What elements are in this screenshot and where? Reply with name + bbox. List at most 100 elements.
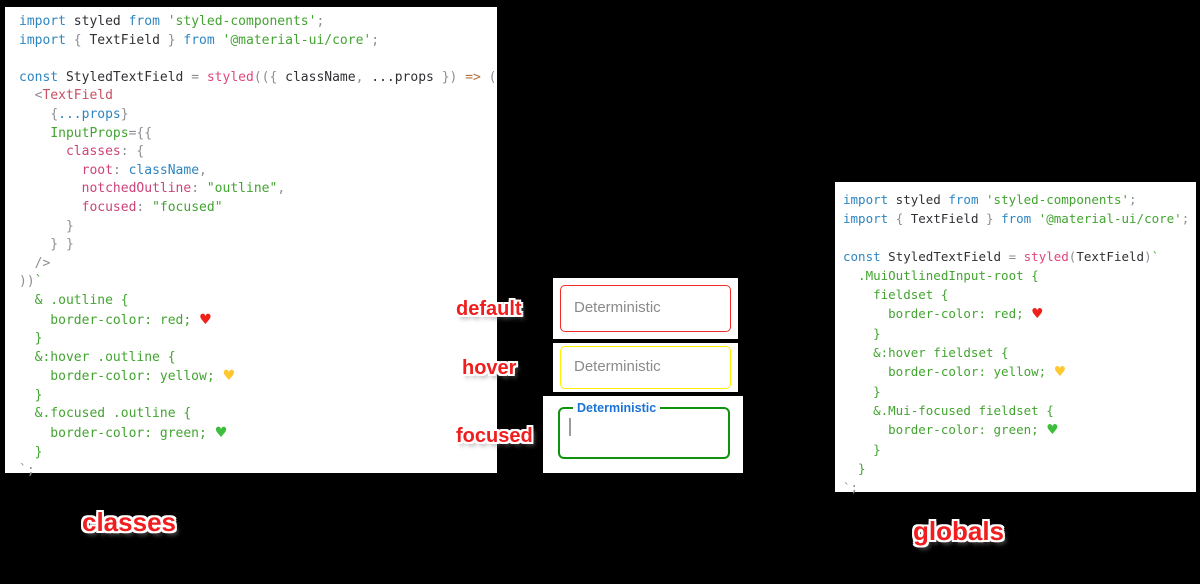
- code-token: ...props: [371, 69, 434, 85]
- state-label-default: default: [456, 298, 522, 320]
- code-line: }: [843, 459, 1196, 478]
- code-token: "outline": [206, 181, 278, 197]
- code-token: `: [1151, 249, 1160, 264]
- code-token: ...props: [58, 106, 121, 122]
- caption-globals: globals: [913, 516, 1005, 546]
- code-token: [199, 70, 207, 85]
- code-token: focused: [81, 199, 137, 215]
- code-token: const: [843, 249, 881, 264]
- code-line: `;: [843, 478, 1196, 497]
- code-line: classes: {: [19, 143, 497, 162]
- textfield-default-placeholder: Deterministic: [574, 299, 661, 316]
- code-token: `: [34, 274, 43, 290]
- code-token: fieldset {: [843, 287, 949, 302]
- code-token: [19, 107, 50, 122]
- textfield-hover[interactable]: Deterministic: [560, 346, 731, 389]
- code-token: }: [167, 32, 176, 48]
- textfield-default[interactable]: Deterministic: [560, 285, 731, 332]
- code-token: [19, 181, 82, 196]
- code-line: border-color: yellow; ♥: [843, 362, 1196, 382]
- code-line: import { TextField } from '@material-ui/…: [843, 209, 1196, 228]
- code-token: )): [19, 274, 35, 290]
- code-token: 'styled-components': [986, 192, 1130, 207]
- code-token: } }: [19, 237, 74, 253]
- code-token: border-color: red;: [19, 312, 200, 328]
- caption-classes: classes: [82, 507, 176, 537]
- code-token: styled: [888, 192, 949, 207]
- code-token: [1031, 211, 1039, 226]
- code-line: import styled from 'styled-components';: [843, 190, 1196, 209]
- code-line: import styled from 'styled-components';: [19, 13, 497, 32]
- green-heart-icon: ♥: [214, 425, 228, 442]
- code-line: }: [19, 218, 497, 237]
- code-line: root: className,: [19, 162, 497, 181]
- code-line: .MuiOutlinedInput-root {: [843, 266, 1196, 285]
- code-token: &.focused .outline {: [19, 406, 192, 422]
- code-token: ;: [371, 32, 380, 48]
- code-token: ,: [199, 162, 207, 178]
- code-line: }: [19, 444, 497, 463]
- code-token: {: [73, 32, 82, 48]
- code-token: InputProps: [50, 125, 129, 141]
- code-token: }: [19, 444, 43, 460]
- state-label-focused: focused: [456, 425, 533, 447]
- code-token: [978, 192, 986, 207]
- code-line: [843, 228, 1196, 247]
- code-token: TextField: [903, 211, 987, 226]
- code-token: import: [843, 211, 889, 226]
- code-token: "focused": [152, 199, 223, 215]
- code-token: =: [191, 69, 200, 85]
- code-token: }: [843, 442, 881, 457]
- code-token: :: [136, 199, 153, 215]
- code-token: className: [285, 69, 356, 85]
- code-line: `;: [19, 462, 497, 481]
- code-line: border-color: green; ♥: [843, 420, 1196, 440]
- code-token: [19, 200, 82, 215]
- code-line: & .outline {: [19, 292, 497, 311]
- code-token: [19, 88, 35, 103]
- code-token: <: [34, 88, 43, 104]
- textfield-focused-label: Deterministic: [577, 401, 657, 415]
- code-token: (: [480, 69, 497, 85]
- code-token: border-color: green;: [19, 426, 215, 442]
- code-line: {...props}: [19, 106, 497, 125]
- code-token: &:hover fieldset {: [843, 345, 1009, 360]
- code-token: [888, 211, 896, 226]
- code-line: <TextField: [19, 87, 497, 106]
- yellow-heart-icon: ♥: [1053, 364, 1067, 380]
- code-line: } }: [19, 236, 497, 255]
- code-line: border-color: red; ♥: [843, 304, 1196, 324]
- textfield-card-focused: Deterministic: [543, 396, 743, 473]
- code-panel-globals: import styled from 'styled-components';i…: [835, 182, 1196, 495]
- yellow-heart-icon: ♥: [222, 368, 236, 385]
- code-token: root: [81, 162, 113, 178]
- code-token: :: [112, 162, 129, 178]
- code-token: ): [1144, 249, 1152, 264]
- code-token: }: [843, 384, 881, 399]
- code-line: }: [843, 440, 1196, 459]
- code-line: }: [19, 330, 497, 349]
- code-token: [19, 163, 82, 178]
- code-token: `;: [19, 463, 35, 479]
- code-token: &.Mui-focused fieldset {: [843, 403, 1054, 418]
- code-token: StyledTextField: [58, 69, 192, 85]
- code-token: notchedOutline: [81, 181, 192, 197]
- code-token: : {: [120, 144, 145, 160]
- code-line: const StyledTextField = styled(TextField…: [843, 247, 1196, 266]
- code-token: `;: [843, 480, 859, 495]
- code-line: focused: "focused": [19, 199, 497, 218]
- code-token: styled: [65, 14, 129, 29]
- code-line: const StyledTextField = styled(({ classN…: [19, 69, 497, 88]
- code-line: [19, 50, 497, 69]
- code-line: notchedOutline: "outline",: [19, 180, 497, 199]
- code-token: from: [183, 32, 215, 48]
- state-label-hover: hover: [462, 357, 517, 379]
- code-token: }: [986, 211, 994, 226]
- code-token: const: [19, 69, 59, 85]
- code-line: &.Mui-focused fieldset {: [843, 401, 1196, 420]
- code-token: border-color: red;: [843, 306, 1032, 321]
- textfield-focused[interactable]: Deterministic: [558, 401, 730, 459]
- code-line: ))`: [19, 273, 497, 292]
- code-token: {{: [136, 125, 153, 141]
- code-token: &:hover .outline {: [19, 349, 176, 365]
